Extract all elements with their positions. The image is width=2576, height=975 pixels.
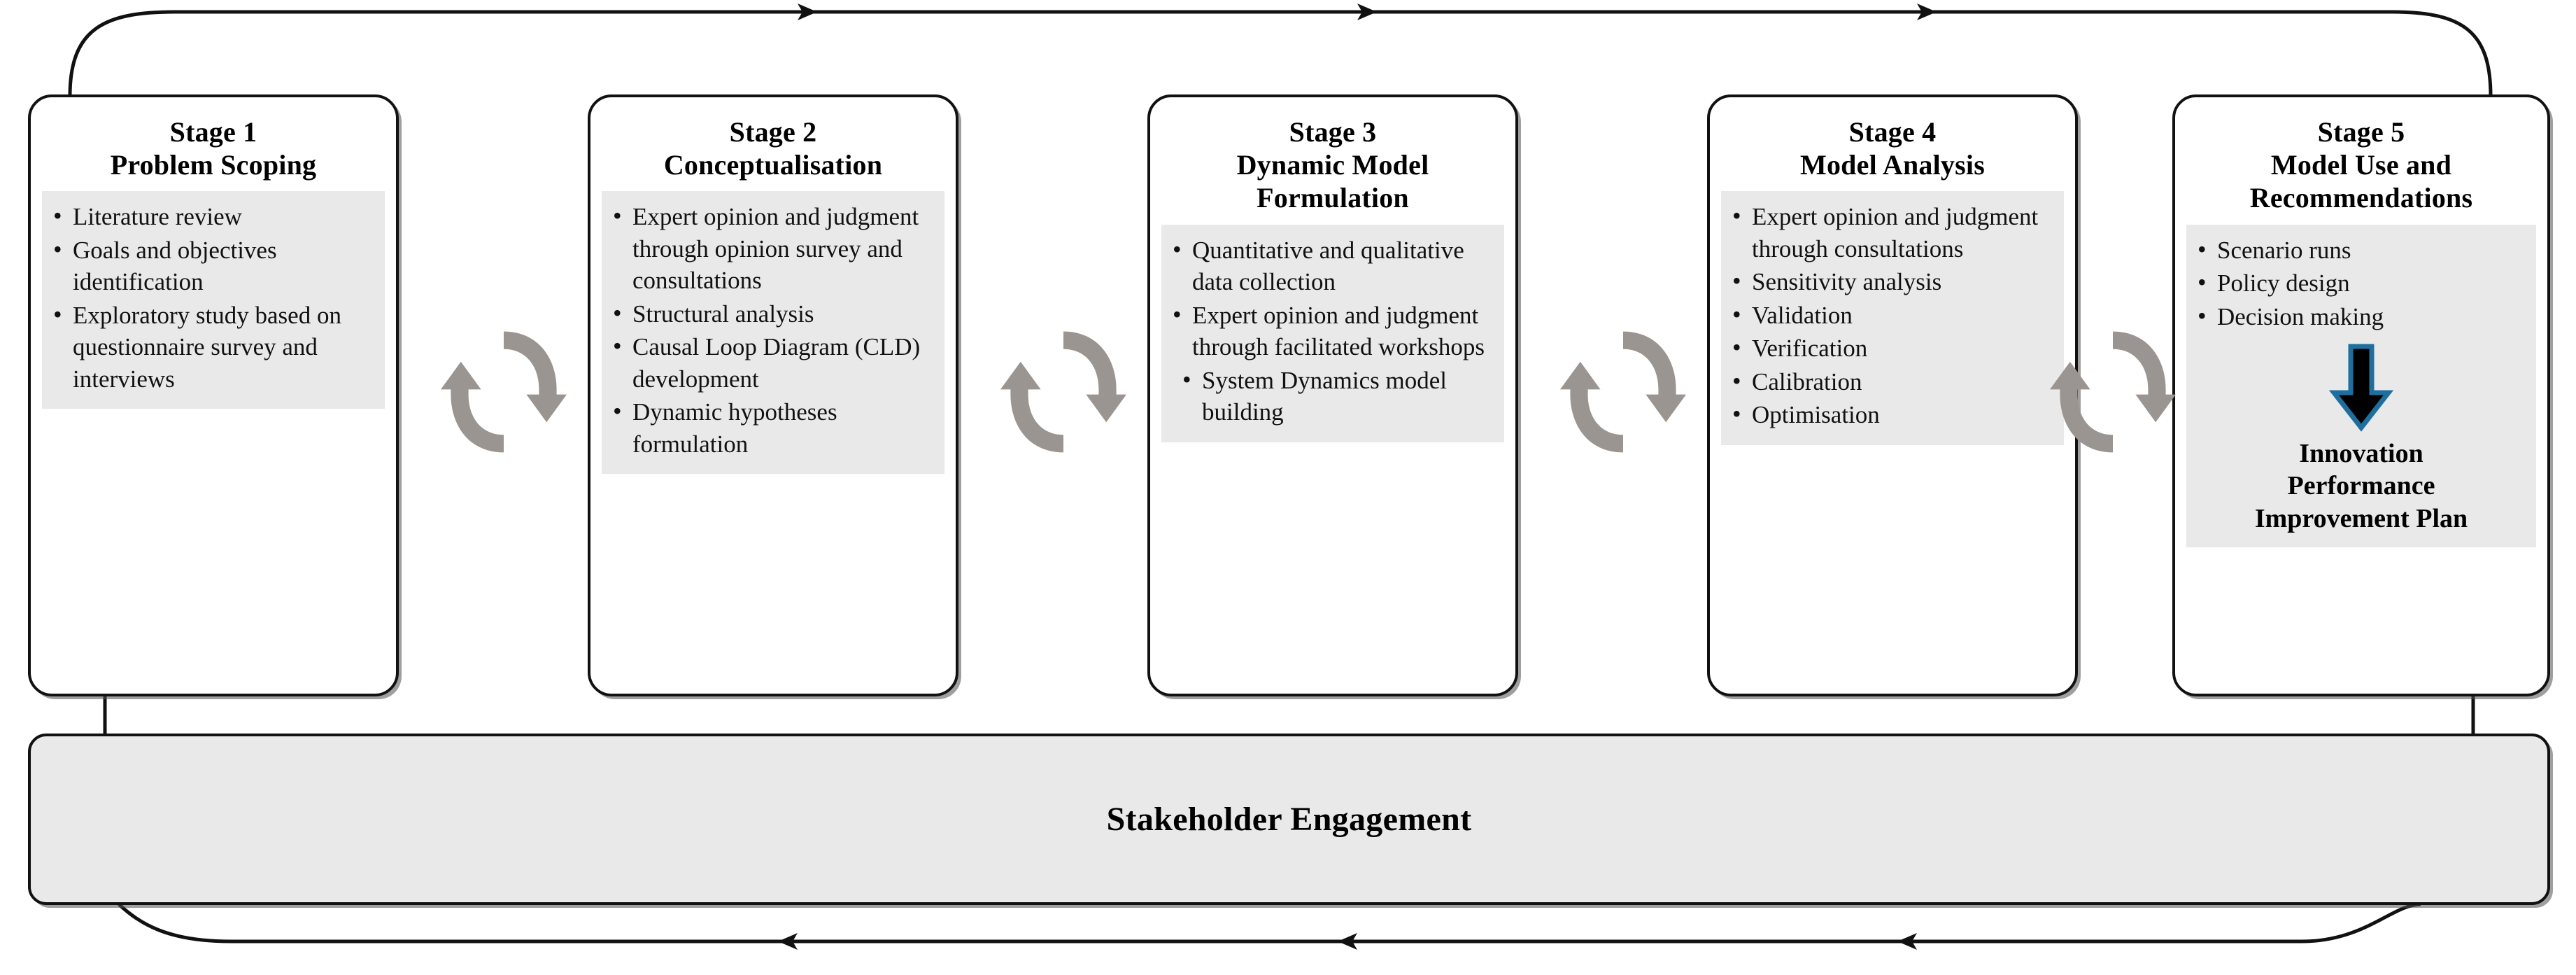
outcome-line-3: Improvement Plan: [2254, 503, 2468, 533]
stage-1-bullet-2: Goals and objectives identification: [49, 233, 378, 298]
cycle-arrows-icon: [2050, 331, 2176, 453]
stage-3-title-line-2: Dynamic Model: [1236, 149, 1429, 181]
stage-5-bullet-1: Scenario runs: [2193, 233, 2529, 267]
stage-1-bullet-1: Literature review: [49, 199, 378, 233]
arrowhead-top-1: [798, 3, 817, 20]
stage-4-bullet-1: Expert opinion and judgment through cons…: [1728, 199, 2057, 265]
stage-4-bullet-2: Sensitivity analysis: [1728, 265, 2057, 298]
stage-1-bullet-list: Literature review Goals and objectives i…: [49, 199, 378, 395]
stage-3-bullet-3: System Dynamics model building: [1168, 363, 1497, 428]
arrowhead-top-3: [1917, 3, 1937, 20]
stage-3-bullet-1: Quantitative and qualitative data collec…: [1168, 233, 1497, 298]
stage-3-bullet-2: Expert opinion and judgment through faci…: [1168, 298, 1497, 363]
arrowhead-bottom-2: [1338, 933, 1357, 950]
cycle-arrows-icon: [441, 331, 567, 453]
stage-5-bullet-list: Scenario runs Policy design Decision mak…: [2193, 233, 2529, 333]
stage-4-bullet-list: Expert opinion and judgment through cons…: [1728, 199, 2057, 431]
stage-card-5[interactable]: Stage 5 Model Use and Recommendations Sc…: [2172, 94, 2550, 696]
stage-4-title: Stage 4 Model Analysis: [1710, 97, 2075, 181]
stage-4-bullet-5: Calibration: [1728, 365, 2057, 398]
stage-card-4[interactable]: Stage 4 Model Analysis Expert opinion an…: [1707, 94, 2078, 696]
stakeholder-engagement-bar[interactable]: Stakeholder Engagement: [28, 734, 2550, 905]
stage-5-body: Scenario runs Policy design Decision mak…: [2186, 224, 2536, 548]
stage-2-bullet-3: Causal Loop Diagram (CLD) development: [609, 330, 937, 395]
stage-4-bullet-4: Verification: [1728, 331, 2057, 365]
arrowhead-top-2: [1357, 3, 1377, 20]
stage-2-title-line-1: Stage 2: [729, 116, 817, 148]
stage-4-bullet-3: Validation: [1728, 298, 2057, 332]
stage-5-title-line-3: Recommendations: [2249, 182, 2473, 214]
stage-3-title-line-3: Formulation: [1257, 182, 1409, 214]
arrowhead-bottom-3: [1897, 933, 1917, 950]
arrowhead-bottom-1: [778, 933, 798, 950]
stage-3-bullet-list: Quantitative and qualitative data collec…: [1168, 233, 1497, 428]
stage-2-bullet-4: Dynamic hypotheses formulation: [609, 395, 937, 460]
stage-3-title-line-1: Stage 3: [1289, 116, 1377, 148]
stage-5-outcome: Innovation Performance Improvement Plan: [2193, 342, 2529, 535]
outcome-line-2: Performance: [2287, 471, 2435, 501]
stage-2-bullet-2: Structural analysis: [609, 297, 937, 330]
stage-4-title-line-2: Model Analysis: [1800, 149, 1985, 181]
stakeholder-engagement-label: Stakeholder Engagement: [1106, 801, 1472, 838]
cycle-arrows-icon: [1560, 331, 1686, 453]
stage-2-bullet-list: Expert opinion and judgment through opin…: [609, 199, 937, 460]
stage-1-body: Literature review Goals and objectives i…: [42, 191, 385, 409]
stage-4-body: Expert opinion and judgment through cons…: [1721, 191, 2064, 445]
bottom-feedback-loop: [118, 902, 2421, 950]
stage-card-3[interactable]: Stage 3 Dynamic Model Formulation Quanti…: [1147, 94, 1518, 696]
stage-1-bullet-3: Exploratory study based on questionnaire…: [49, 298, 378, 395]
stage-to-bar-connectors: [103, 696, 2475, 735]
stage-card-2[interactable]: Stage 2 Conceptualisation Expert opinion…: [588, 94, 958, 696]
down-arrow-icon: [2328, 344, 2394, 432]
stage-1-title-line-1: Stage 1: [169, 116, 257, 148]
stage-5-title: Stage 5 Model Use and Recommendations: [2175, 97, 2547, 215]
stage-1-title: Stage 1 Problem Scoping: [31, 97, 396, 181]
cycle-icon-stage1-stage2: [441, 315, 567, 469]
stage-4-title-line-1: Stage 4: [1848, 116, 1937, 148]
cycle-icon-stage3-stage4: [1560, 315, 1686, 469]
stage-3-title: Stage 3 Dynamic Model Formulation: [1150, 97, 1515, 215]
stage-2-title: Stage 2 Conceptualisation: [590, 97, 956, 181]
outcome-line-1: Innovation: [2299, 439, 2423, 469]
stage-5-outcome-text: Innovation Performance Improvement Plan: [2193, 437, 2529, 535]
stage-4-bullet-6: Optimisation: [1728, 398, 2057, 431]
stage-5-bullet-2: Policy design: [2193, 266, 2529, 300]
cycle-icon-stage2-stage3: [1000, 315, 1126, 469]
stage-2-body: Expert opinion and judgment through opin…: [602, 191, 944, 475]
stage-5-title-line-1: Stage 5: [2317, 116, 2405, 148]
stage-card-1[interactable]: Stage 1 Problem Scoping Literature revie…: [28, 94, 399, 696]
stage-1-title-line-2: Problem Scoping: [110, 149, 317, 181]
top-feedback-loop: [68, 3, 2493, 97]
stage-2-title-line-2: Conceptualisation: [663, 149, 883, 181]
stage-5-bullet-3: Decision making: [2193, 300, 2529, 333]
cycle-icon-stage4-stage5: [2050, 315, 2176, 469]
stage-3-body: Quantitative and qualitative data collec…: [1161, 224, 1504, 442]
cycle-arrows-icon: [1000, 331, 1126, 453]
stage-5-title-line-2: Model Use and: [2270, 149, 2452, 181]
stage-2-bullet-1: Expert opinion and judgment through opin…: [609, 199, 937, 297]
